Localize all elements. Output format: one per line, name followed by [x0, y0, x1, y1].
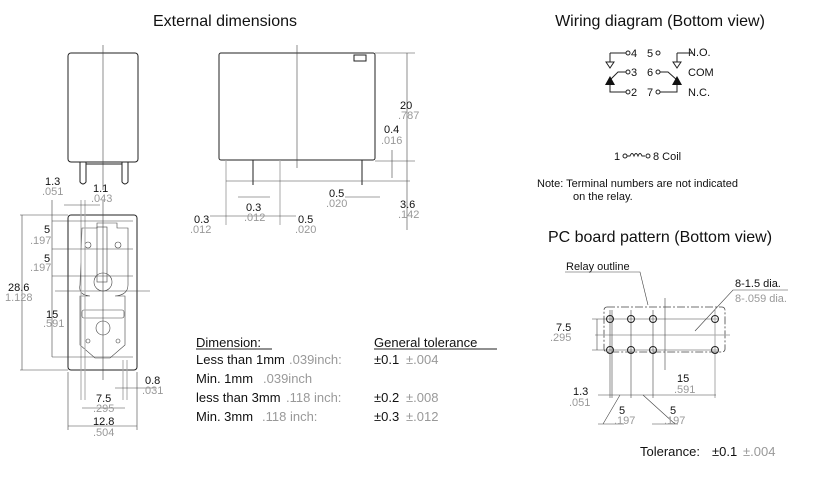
bottom_dims-d286-label: 28.6: [8, 282, 29, 294]
pcb-holes: [606, 315, 719, 354]
tolerance-rows-2-tol_in-label: ±.008: [406, 390, 438, 405]
side_dims-h36_in-label: .142: [398, 209, 419, 221]
tolerance-rows-2-label-label: less than 3mm: [196, 390, 281, 405]
pcb-tol-label: ±0.1: [712, 444, 737, 459]
pcb-d5b-label: 5: [670, 405, 676, 417]
bottom_dims-d286_in-label: 1.128: [5, 292, 33, 304]
bottom_dims-d11_in-label: .043: [91, 193, 112, 205]
bottom_dims-d08_in-label: .031: [142, 385, 163, 397]
pcb-d75_in-label: .295: [550, 332, 571, 344]
pcb-d75-label: 7.5: [556, 322, 571, 334]
tolerance-rows-0-tol-label: ±0.1: [374, 352, 399, 367]
side_dims-w03a_in-label: .012: [244, 212, 265, 224]
wiring-p7-label: 7: [647, 87, 653, 99]
wiring-p4-label: 4: [631, 48, 637, 60]
side_dims-h04-label: 0.4: [384, 124, 399, 136]
bottom_dims-d11-label: 1.1: [93, 183, 108, 195]
wiring-note_2-label: on the relay.: [573, 191, 633, 203]
tolerance-rows-2-inch-label: .118 inch:: [286, 390, 341, 405]
bottom_dims-d128-label: 12.8: [93, 416, 114, 428]
tolerance-rows-3-tol_in-label: ±.012: [406, 409, 438, 424]
side_dims-w05a-label: 0.5: [329, 188, 344, 200]
side_dims-h20-label: 20: [400, 100, 412, 112]
wiring-coil_8-label: 8 Coil: [653, 151, 681, 163]
tolerance-rows-1-inch-label: .039inch: [263, 371, 312, 386]
side-view-dimensions: 20.787 0.4.016 3.6.142 0.5.020 0.3.012 0…: [190, 100, 419, 236]
side_dims-h20_in-label: .787: [398, 110, 419, 122]
bottom_dims-d5a-label: 5: [44, 224, 50, 236]
wiring-p5-label: 5: [647, 48, 653, 60]
tolerance-rows-0-inch-label: .039inch:: [289, 352, 342, 367]
front-view: [67, 45, 139, 190]
wiring-nc-label: N.C.: [688, 87, 710, 99]
wiring-note_1-label: Note: Terminal numbers are not indicated: [537, 178, 738, 190]
bottom_dims-d15-label: 15: [46, 309, 58, 321]
side_dims-w05b-label: 0.5: [298, 214, 313, 226]
side-view: [210, 45, 415, 230]
side_dims-w03b_in-label: .012: [190, 224, 211, 236]
tolerance-rows-3-inch-label: .118 inch:: [262, 409, 317, 424]
side_dims-h04_in-label: .016: [381, 135, 402, 147]
side_dims-w03b-label: 0.3: [194, 214, 209, 226]
side_dims-w03a-label: 0.3: [246, 202, 261, 214]
pcb-hole-label: 8-1.5 dia.: [735, 278, 781, 290]
pcb-d15-label: 15: [677, 373, 689, 385]
pcb-outline-label: Relay outline: [566, 261, 630, 273]
pcb-tol_in-label: ±.004: [743, 444, 775, 459]
pcb-d5a-label: 5: [619, 405, 625, 417]
pcb-d5a_in-label: .197: [614, 415, 635, 427]
tolerance-rows-2-tol-label: ±0.2: [374, 390, 399, 405]
bottom_dims-d75-label: 7.5: [96, 393, 111, 405]
wiring-p2-label: 2: [631, 87, 637, 99]
wiring-title: Wiring diagram (Bottom view): [555, 13, 765, 30]
bottom-view-dimensions: 1.3.051 1.1.043 5.197 5.197 28.61.128 15…: [5, 176, 163, 439]
tolerance-rows-1-label-label: Min. 1mm: [196, 371, 253, 386]
side_dims-w05a_in-label: .020: [326, 198, 347, 210]
wiring-coil_1-label: 1: [614, 151, 620, 163]
bottom_dims-d08-label: 0.8: [145, 375, 160, 387]
bottom_dims-d75_in-label: .295: [93, 403, 114, 415]
pcb-hole_in-label: 8-.059 dia.: [735, 293, 787, 305]
wiring-com-label: COM: [688, 67, 714, 79]
tolerance-rows-0-label-label: Less than 1mm: [196, 352, 285, 367]
bottom_dims-d15_in-label: .591: [43, 318, 64, 330]
bottom_dims-d5b_in-label: .197: [30, 262, 51, 274]
bottom_dims-d128_in-label: .504: [93, 427, 114, 439]
bottom_dims-d13_in-label: .051: [42, 186, 63, 198]
external-dimensions-title: External dimensions: [153, 13, 297, 30]
bottom-view: [20, 200, 155, 430]
bottom_dims-d5a_in-label: .197: [30, 235, 51, 247]
pcb-d13_in-label: .051: [569, 397, 590, 409]
tolerance-rows-0-tol_in-label: ±.004: [406, 352, 438, 367]
wiring-no-label: N.O.: [688, 47, 711, 59]
bottom_dims-d13-label: 1.3: [45, 176, 60, 188]
tolerance-table: Dimension: General tolerance Less than 1…: [196, 335, 497, 424]
pcb-d13-label: 1.3: [573, 386, 588, 398]
bottom_dims-d5b-label: 5: [44, 253, 50, 265]
tolerance-header_tol-label: General tolerance: [374, 335, 477, 350]
wiring-p6-label: 6: [647, 67, 653, 79]
pcb-tol_label-label: Tolerance:: [640, 444, 700, 459]
tolerance-rows-3-label-label: Min. 3mm: [196, 409, 253, 424]
pcb-title: PC board pattern (Bottom view): [548, 229, 772, 246]
side_dims-w05b_in-label: .020: [295, 224, 316, 236]
tolerance-rows-3-tol-label: ±0.3: [374, 409, 399, 424]
pcb-d15_in-label: .591: [674, 384, 695, 396]
wiring-p3-label: 3: [631, 67, 637, 79]
pcb-d5b_in-label: .197: [664, 415, 685, 427]
pcb-pattern: Relay outline 8-1.5 dia. 8-.059 dia. 7.5…: [550, 261, 788, 459]
side_dims-h36-label: 3.6: [400, 199, 415, 211]
tolerance-header_dim-label: Dimension:: [196, 335, 261, 350]
